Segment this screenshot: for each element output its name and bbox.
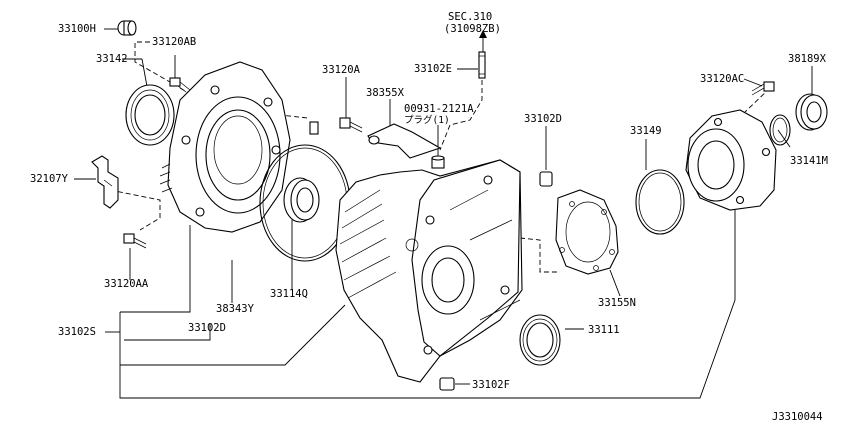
part-33100h-cap xyxy=(117,20,137,36)
label-33102d-bottom: 33102D xyxy=(188,322,226,334)
plug-part-number: 00931-2121A xyxy=(404,103,474,115)
part-transfer-case-housing xyxy=(335,159,523,383)
label-33102d-top: 33102D xyxy=(524,113,562,125)
label-38355x: 38355X xyxy=(366,87,405,99)
part-38355x-bracket xyxy=(367,123,442,159)
label-33100h: 33100H xyxy=(58,23,96,35)
part-33149-o-ring xyxy=(635,169,685,235)
plug-description: プラグ(1) xyxy=(404,114,450,126)
section-ref-line2: (31098ZB) xyxy=(444,23,501,35)
label-33142: 33142 xyxy=(96,53,128,65)
part-33114q-bearing xyxy=(283,177,320,223)
label-33114q: 33114Q xyxy=(270,288,308,300)
label-33111: 33111 xyxy=(588,324,620,336)
arrow-up-icon xyxy=(479,30,487,38)
label-33155n: 33155N xyxy=(598,297,636,309)
part-33155n-gasket xyxy=(555,189,619,275)
label-33120aa: 33120AA xyxy=(104,278,149,290)
part-33102d-dowel-top xyxy=(539,171,553,187)
part-33120a-bolt xyxy=(339,117,363,133)
section-ref-line1: SEC.310 xyxy=(448,11,492,23)
label-38343y: 38343Y xyxy=(216,303,255,315)
part-33102f-dowel xyxy=(439,377,455,391)
part-plug xyxy=(431,155,445,169)
part-33102e-stud xyxy=(478,51,486,79)
label-33102f: 33102F xyxy=(472,379,510,391)
part-33120ab-bolt xyxy=(169,77,191,93)
label-33120a: 33120A xyxy=(322,64,361,76)
label-33120ab: 33120AB xyxy=(152,36,196,48)
part-rear-housing-left xyxy=(159,61,319,233)
label-33120ac: 33120AC xyxy=(700,73,744,85)
part-33120ac-bolt xyxy=(751,81,775,96)
part-38189x-seal xyxy=(795,93,828,131)
label-33141m: 33141M xyxy=(790,155,828,167)
part-32107y-bracket xyxy=(91,155,119,209)
label-33149: 33149 xyxy=(630,125,662,137)
part-33111-oil-seal xyxy=(519,314,561,366)
label-32107y: 32107Y xyxy=(30,173,69,185)
part-33142-oil-seal xyxy=(125,84,175,146)
diagram-reference-code: J3310044 xyxy=(772,411,823,423)
leader-lines xyxy=(74,28,813,399)
label-33102e: 33102E xyxy=(414,63,452,75)
label-33102s: 33102S xyxy=(58,326,96,338)
part-33141m-ring xyxy=(769,114,791,146)
label-38189x: 38189X xyxy=(788,53,827,65)
part-extension-housing-right xyxy=(685,109,777,211)
part-labels: 33100H 33120AB 33142 32107Y 33120AA 3312… xyxy=(30,11,828,423)
part-33120aa-bolt xyxy=(123,233,147,249)
